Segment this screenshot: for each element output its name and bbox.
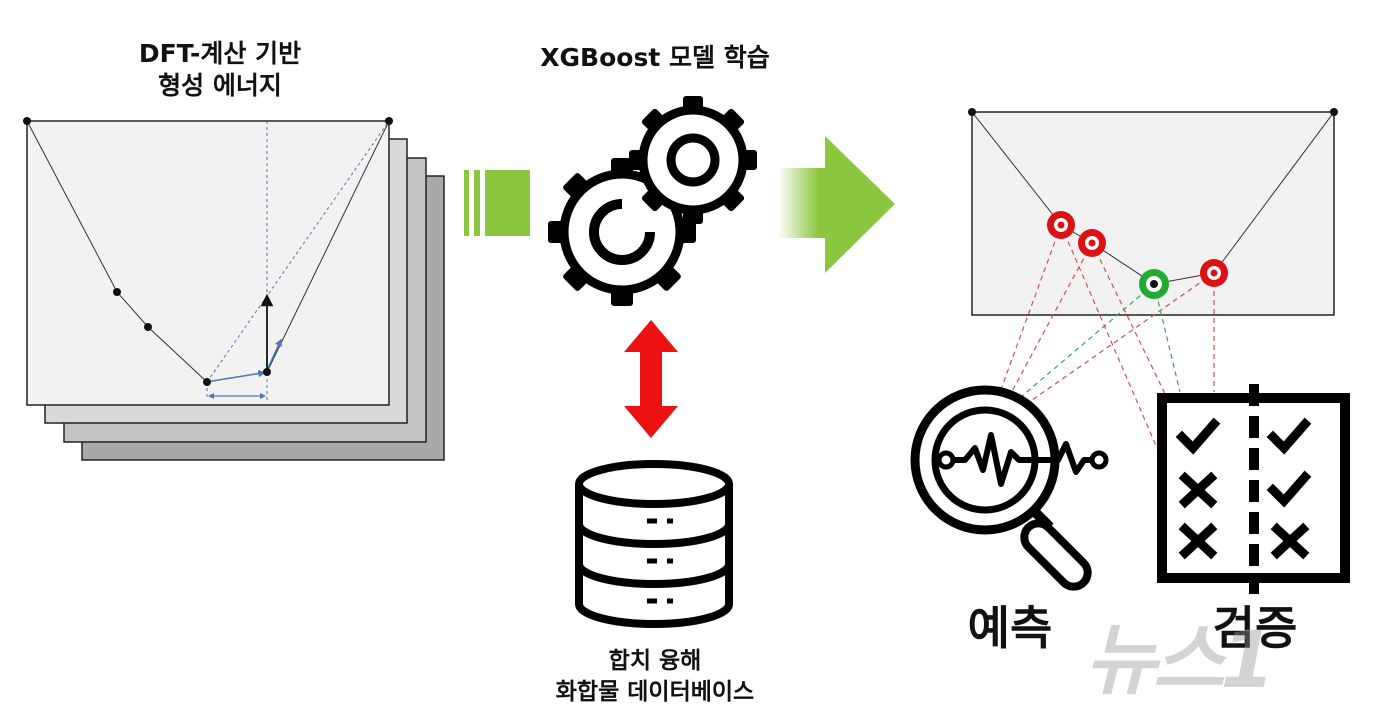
formation-energy-panel <box>23 117 393 406</box>
marker-green <box>1139 269 1169 299</box>
marker-red-2 <box>1078 229 1106 257</box>
database-label-line2: 화합물 데이터베이스 <box>555 679 755 705</box>
predict-label: 예측 <box>967 601 1053 655</box>
double-arrow <box>624 320 678 438</box>
model-title: XGBoost 모델 학습 <box>540 43 770 72</box>
verify-label: 검증 <box>1212 601 1298 655</box>
output-arrow <box>778 136 895 273</box>
checklist-icon <box>1157 384 1350 594</box>
marker-red-3 <box>1200 259 1228 287</box>
marker-red-1 <box>1047 211 1075 239</box>
watermark-logo: 뉴스1 <box>1085 616 1275 706</box>
formation-energy-title: DFT-계산 기반 형성 에너지 <box>80 38 360 102</box>
formation-energy-title-line2: 형성 에너지 <box>158 71 282 100</box>
database-icon <box>575 460 733 628</box>
database-label: 합치 융해 화합물 데이터베이스 <box>500 646 810 708</box>
input-arrow <box>464 170 530 236</box>
formation-energy-title-line1: DFT-계산 기반 <box>138 39 302 68</box>
gears-icon <box>548 96 757 306</box>
prediction-markers <box>1047 211 1228 299</box>
magnifier-waveform-icon <box>910 385 1109 591</box>
database-label-line1: 합치 융해 <box>608 648 702 674</box>
connection-lines <box>999 224 1215 456</box>
